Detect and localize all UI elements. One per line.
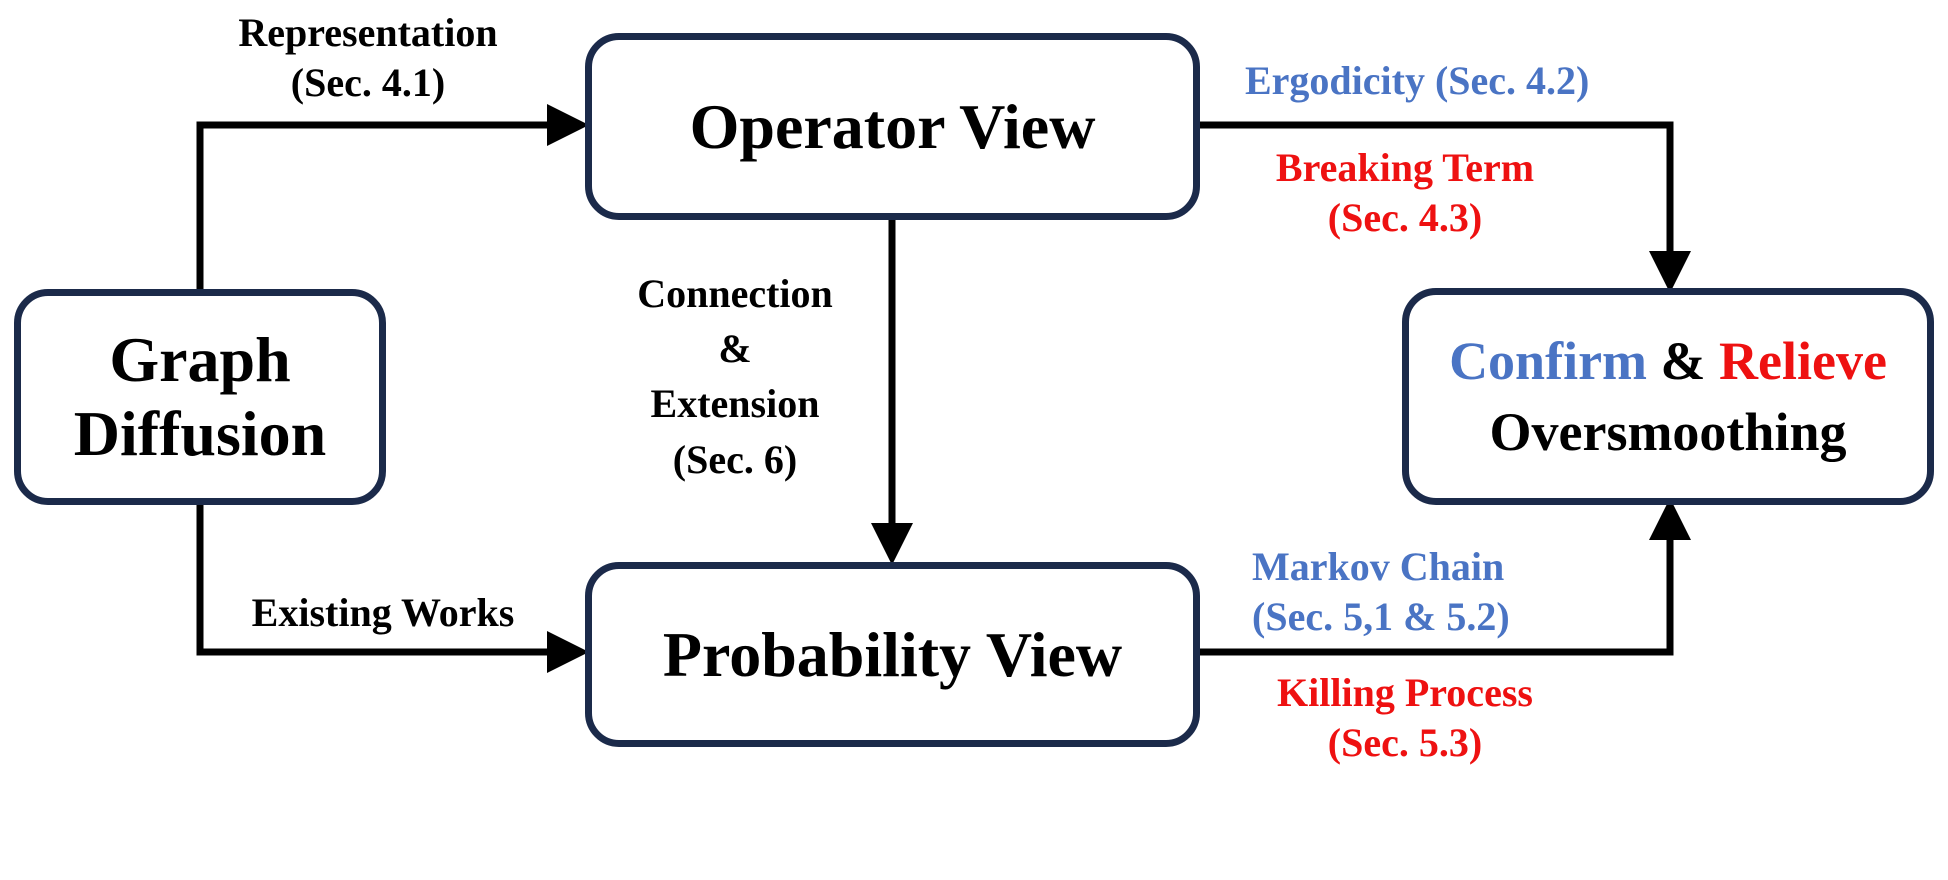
markov-chain-line1: Markov Chain	[1252, 544, 1505, 589]
confirm-relieve-node: Confirm & Relieve Oversmoothing	[1402, 288, 1934, 505]
representation-line1: Representation	[238, 10, 498, 55]
probability-view-node: Probability View	[585, 562, 1200, 747]
killing-process-line2: (Sec. 5.3)	[1327, 720, 1483, 765]
graph-diffusion-node: Graph Diffusion	[14, 289, 386, 505]
ergodicity-text: Ergodicity (Sec. 4.2)	[1245, 58, 1590, 103]
oversmoothing-text: Oversmoothing	[1489, 401, 1847, 462]
arrow-operator-to-confirm	[1200, 121, 1691, 293]
relieve-text: Relieve	[1719, 331, 1887, 392]
connection-line1: Connection	[637, 271, 833, 316]
operator-view-label: Operator View	[689, 90, 1096, 162]
confirm-text: Confirm	[1449, 331, 1648, 392]
killing-process-label: Killing Process (Sec. 5.3)	[1245, 668, 1565, 768]
ampersand-text: &	[1660, 331, 1706, 392]
operator-view-node: Operator View	[585, 33, 1200, 220]
existing-works-text: Existing Works	[251, 590, 515, 635]
ergodicity-label: Ergodicity (Sec. 4.2)	[1245, 56, 1655, 106]
probability-view-label: Probability View	[662, 618, 1123, 690]
connection-line2: &	[718, 326, 752, 372]
arrow-graph-to-probability	[196, 502, 589, 673]
connection-extension-label: Connection & Extension (Sec. 6)	[600, 266, 870, 487]
connection-line4: (Sec. 6)	[672, 436, 798, 482]
graph-diffusion-line2: Diffusion	[73, 398, 327, 469]
breaking-term-label: Breaking Term (Sec. 4.3)	[1245, 143, 1565, 243]
representation-line2: (Sec. 4.1)	[290, 60, 446, 105]
arrow-probability-to-confirm	[1200, 498, 1691, 656]
graph-diffusion-line1: Graph	[109, 324, 291, 396]
markov-chain-label: Markov Chain (Sec. 5,1 & 5.2)	[1252, 542, 1652, 642]
breaking-term-line2: (Sec. 4.3)	[1327, 195, 1483, 240]
arrow-graph-to-operator	[196, 104, 589, 292]
markov-chain-line2: (Sec. 5,1 & 5.2)	[1252, 594, 1510, 639]
confirm-relieve-line1: Confirm & Relieve	[1449, 326, 1887, 396]
connection-line3: Extension	[650, 381, 820, 427]
breaking-term-line1: Breaking Term	[1275, 145, 1535, 190]
killing-process-line1: Killing Process	[1277, 670, 1533, 715]
representation-label: Representation (Sec. 4.1)	[213, 8, 523, 108]
existing-works-label: Existing Works	[213, 588, 553, 638]
